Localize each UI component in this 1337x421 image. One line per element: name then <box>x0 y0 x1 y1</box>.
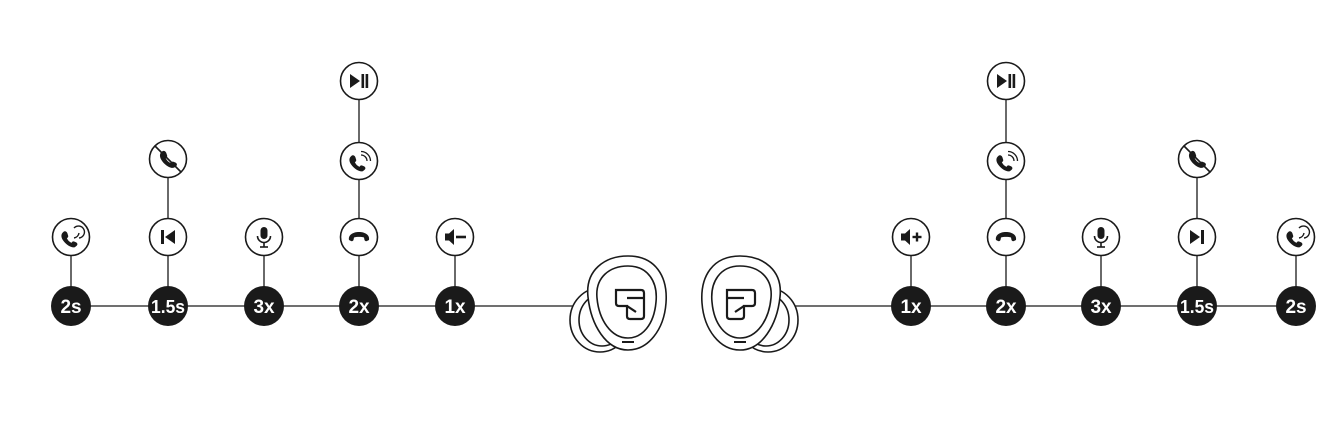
microphone-icon <box>1081 217 1121 257</box>
badge-label: 1x <box>444 297 466 318</box>
badge-label: 2x <box>348 297 370 318</box>
left-badges: 2s 1.5s 3x 2x 1x <box>51 286 475 326</box>
badge: 1x <box>435 286 475 326</box>
hang-up-icon <box>986 217 1026 257</box>
decline-call-icon <box>1177 139 1217 179</box>
phone-switch-icon <box>51 217 91 257</box>
play-pause-icon <box>339 61 379 101</box>
badge-label: 2s <box>1285 297 1306 318</box>
badge-label: 2x <box>995 297 1017 318</box>
badge: 2s <box>1276 286 1316 326</box>
previous-track-icon <box>148 217 188 257</box>
badge: 2x <box>986 286 1026 326</box>
badge-label: 2s <box>60 297 81 318</box>
right-earbud-illustration <box>701 255 799 353</box>
hang-up-icon <box>339 217 379 257</box>
left-stems <box>70 100 456 288</box>
badge: 3x <box>1081 286 1121 326</box>
badge: 1.5s <box>148 286 188 326</box>
left-earbud-logo-icon <box>614 288 646 321</box>
right-earbud-logo-icon <box>725 288 757 321</box>
answer-call-icon <box>339 141 379 181</box>
badge: 1x <box>891 286 931 326</box>
badge: 2s <box>51 286 91 326</box>
answer-call-icon <box>986 141 1026 181</box>
badge: 3x <box>244 286 284 326</box>
badge-label: 1x <box>900 297 922 318</box>
decline-call-icon <box>148 139 188 179</box>
volume-up-icon <box>891 217 931 257</box>
next-track-icon <box>1177 217 1217 257</box>
badge-label: 3x <box>1090 297 1112 318</box>
play-pause-icon <box>986 61 1026 101</box>
volume-down-icon <box>435 217 475 257</box>
phone-switch-icon <box>1276 217 1316 257</box>
badge: 1.5s <box>1177 286 1217 326</box>
right-stems <box>910 100 1297 288</box>
badge-label: 1.5s <box>1180 297 1214 317</box>
badge: 2x <box>339 286 379 326</box>
microphone-icon <box>244 217 284 257</box>
badge-label: 3x <box>253 297 275 318</box>
right-badges: 1x 2x 3x 1.5s 2s <box>891 286 1316 326</box>
left-earbud-illustration <box>569 255 667 353</box>
badge-label: 1.5s <box>151 297 185 317</box>
